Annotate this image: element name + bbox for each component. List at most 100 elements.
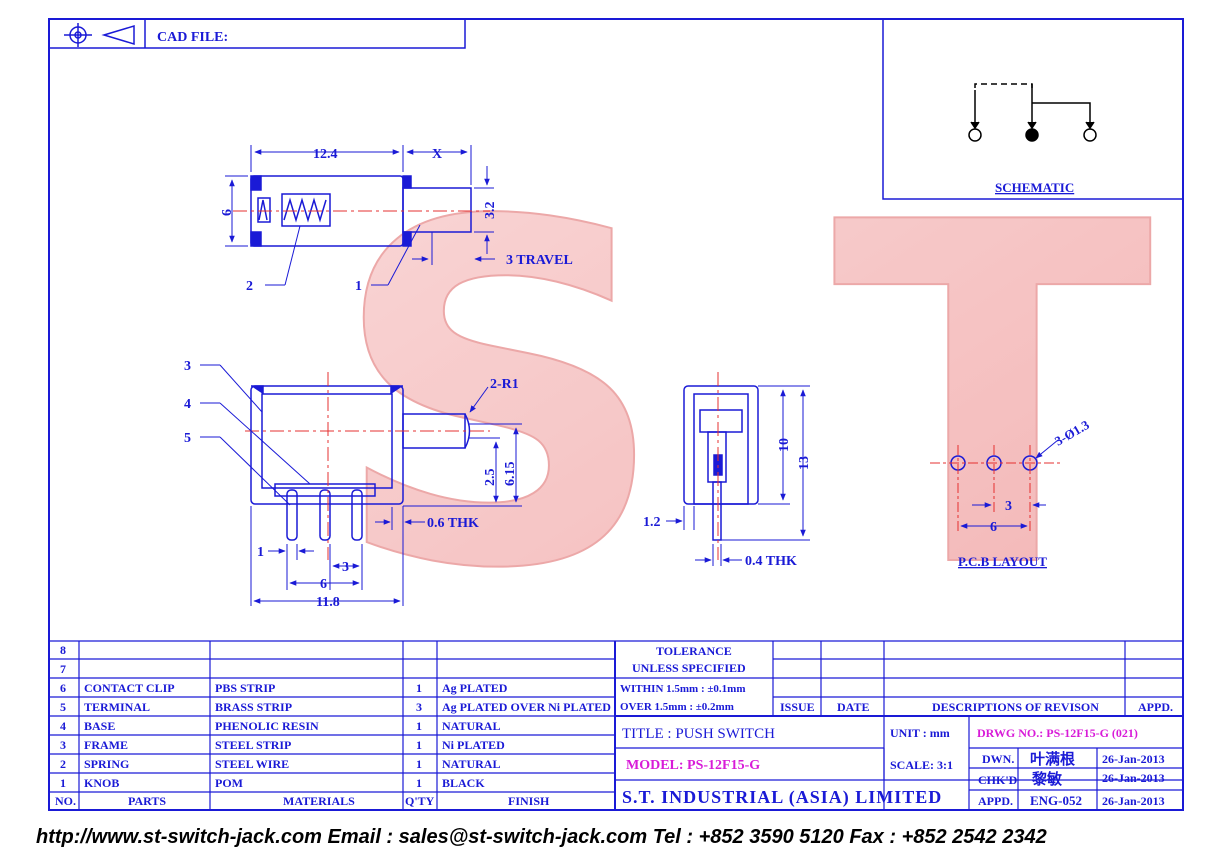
svg-text:NATURAL: NATURAL [442, 757, 500, 771]
svg-text:DATE: DATE [837, 700, 869, 714]
svg-text:MATERIALS: MATERIALS [283, 794, 355, 808]
svg-text:1: 1 [416, 776, 422, 790]
svg-text:STEEL WIRE: STEEL WIRE [215, 757, 289, 771]
dim-x: X [432, 147, 442, 162]
watermark-logo: S T [329, 123, 1156, 672]
schematic-label: SCHEMATIC [995, 180, 1074, 195]
pcb-dim-3: 3 [1005, 499, 1012, 514]
cad-file-label: CAD FILE: [157, 30, 228, 45]
radius-label: 2-R1 [490, 377, 519, 392]
svg-text:1: 1 [416, 738, 422, 752]
checked-by: 黎敏 [1032, 770, 1063, 788]
callout-1: 1 [355, 279, 362, 294]
dim-width: 12.4 [313, 147, 338, 162]
svg-text:7: 7 [60, 662, 66, 676]
svg-text:6: 6 [60, 681, 66, 695]
svg-text:26-Jan-2013: 26-Jan-2013 [1102, 752, 1165, 766]
schematic-box: SCHEMATIC [882, 18, 1184, 200]
unit-label: UNIT : mm [890, 726, 950, 740]
travel-label: 3 TRAVEL [506, 253, 573, 268]
svg-text:PARTS: PARTS [128, 794, 166, 808]
svg-text:PHENOLIC RESIN: PHENOLIC RESIN [215, 719, 319, 733]
header-box: CAD FILE: [48, 18, 466, 49]
tolerance-block: TOLERANCE UNLESS SPECIFIED WITHIN 1.5mm … [620, 644, 746, 713]
bom-header-row: NO. PARTS MATERIALS Q'TY FINISH [55, 794, 550, 808]
approved-by: ENG-052 [1030, 793, 1082, 808]
svg-text:KNOB: KNOB [84, 776, 119, 790]
svg-text:3: 3 [416, 700, 422, 714]
svg-text:STEEL STRIP: STEEL STRIP [215, 738, 291, 752]
svg-text:DESCRIPTIONS OF REVISON: DESCRIPTIONS OF REVISON [932, 700, 1099, 714]
svg-text:SPRING: SPRING [84, 757, 129, 771]
svg-text:APPD.: APPD. [1138, 700, 1173, 714]
svg-text:CONTACT CLIP: CONTACT CLIP [84, 681, 175, 695]
svg-text:8: 8 [60, 643, 66, 657]
dim-1-2: 1.2 [643, 515, 661, 530]
svg-text:BLACK: BLACK [442, 776, 485, 790]
bom-row-3: 3 FRAME STEEL STRIP 1 Ni PLATED [60, 738, 505, 752]
svg-text:FINISH: FINISH [508, 794, 550, 808]
svg-text:NATURAL: NATURAL [442, 719, 500, 733]
svg-text:5: 5 [60, 700, 66, 714]
svg-text:DWN.: DWN. [982, 752, 1014, 766]
dim-3: 3 [342, 560, 349, 575]
callout-4: 4 [184, 397, 191, 412]
callout-2: 2 [246, 279, 253, 294]
thk-06-label: 0.6 THK [427, 516, 479, 531]
model-number: MODEL: PS-12F15-G [626, 758, 760, 773]
watermark-text: S T [330, 124, 1155, 671]
svg-text:26-Jan-2013: 26-Jan-2013 [1102, 794, 1165, 808]
svg-text:1: 1 [60, 776, 66, 790]
end-view [666, 372, 810, 566]
dim-6: 6 [320, 577, 327, 592]
svg-text:3: 3 [60, 738, 66, 752]
dim-11-8: 11.8 [316, 595, 340, 610]
svg-text:PBS STRIP: PBS STRIP [215, 681, 275, 695]
dim-2-5: 2.5 [483, 469, 498, 487]
revision-header: ISSUE DATE DESCRIPTIONS OF REVISON APPD. [780, 700, 1173, 714]
bom-row-5: 5 TERMINAL BRASS STRIP 3 Ag PLATED OVER … [60, 700, 611, 714]
bom-row-2: 2 SPRING STEEL WIRE 1 NATURAL [60, 757, 500, 771]
svg-text:BASE: BASE [84, 719, 115, 733]
dim-1: 1 [257, 545, 264, 560]
svg-text:2: 2 [60, 757, 66, 771]
svg-text:APPD.: APPD. [978, 794, 1013, 808]
svg-text:CHK'D: CHK'D [978, 773, 1018, 787]
company-name: S.T. INDUSTRIAL (ASIA) LIMITED [622, 787, 942, 808]
svg-text:1: 1 [416, 757, 422, 771]
drawn-by: 叶满根 [1030, 750, 1075, 768]
svg-text:NO.: NO. [55, 794, 76, 808]
svg-text:Q'TY: Q'TY [405, 794, 435, 808]
dim-13: 13 [797, 456, 812, 470]
bom-row-8: 8 [60, 643, 66, 657]
svg-text:FRAME: FRAME [84, 738, 128, 752]
svg-text:1: 1 [416, 681, 422, 695]
projection-symbol-icon [64, 23, 135, 47]
side-view [200, 364, 522, 606]
svg-text:Ag PLATED OVER Ni PLATED: Ag PLATED OVER Ni PLATED [442, 700, 611, 714]
pcb-label: P.C.B LAYOUT [958, 554, 1047, 569]
bom-row-4: 4 BASE PHENOLIC RESIN 1 NATURAL [60, 719, 500, 733]
svg-text:WITHIN 1.5mm : ±0.1mm: WITHIN 1.5mm : ±0.1mm [620, 683, 746, 695]
dim-height: 6 [220, 209, 235, 216]
bom-row-6: 6 CONTACT CLIP PBS STRIP 1 Ag PLATED [60, 681, 508, 695]
svg-text:Ag PLATED: Ag PLATED [442, 681, 508, 695]
dim-6-15: 6.15 [503, 462, 518, 487]
svg-text:26-Jan-2013: 26-Jan-2013 [1102, 771, 1165, 785]
pcb-dim-6: 6 [990, 520, 997, 535]
drawing-number: DRWG NO.: PS-12F15-G (021) [977, 726, 1138, 740]
drawing-title: TITLE : PUSH SWITCH [622, 726, 775, 742]
bom-row-7: 7 [60, 662, 66, 676]
callout-3: 3 [184, 359, 191, 374]
bom-row-1: 1 KNOB POM 1 BLACK [60, 776, 485, 790]
top-view [225, 145, 495, 286]
callout-5: 5 [184, 431, 191, 446]
pcb-layout [930, 439, 1060, 532]
dim-stem: 3.2 [483, 202, 498, 220]
svg-text:UNLESS SPECIFIED: UNLESS SPECIFIED [632, 661, 746, 675]
svg-text:TOLERANCE: TOLERANCE [656, 644, 732, 658]
svg-text:OVER 1.5mm : ±0.2mm: OVER 1.5mm : ±0.2mm [620, 701, 734, 713]
svg-text:ISSUE: ISSUE [780, 700, 815, 714]
svg-text:4: 4 [60, 719, 66, 733]
